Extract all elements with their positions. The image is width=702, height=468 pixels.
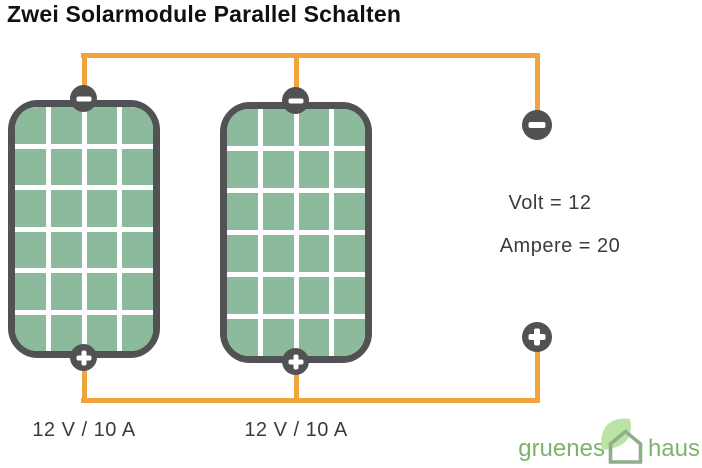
solar-panel-2-grid xyxy=(227,109,365,356)
solar-cell xyxy=(86,190,118,227)
solar-cell xyxy=(122,273,153,310)
wire-top-bus xyxy=(81,53,540,58)
solar-cell xyxy=(122,148,153,185)
solar-cell xyxy=(262,193,294,230)
minus-icon xyxy=(282,87,309,114)
solar-cell xyxy=(334,277,365,314)
solar-cell xyxy=(122,107,153,144)
solar-cell xyxy=(15,314,46,351)
solar-panel-1-grid xyxy=(15,107,153,351)
solar-cell xyxy=(334,109,365,146)
solar-cell xyxy=(15,231,46,268)
solar-cell xyxy=(122,190,153,227)
solar-cell xyxy=(227,319,258,356)
output-negative-terminal xyxy=(522,110,552,140)
minus-icon xyxy=(70,85,97,112)
page-title: Zwei Solarmodule Parallel Schalten xyxy=(7,1,402,27)
solar-cell xyxy=(227,109,258,146)
output-positive-terminal xyxy=(522,322,552,352)
solar-cell xyxy=(227,277,258,314)
solar-cell xyxy=(86,273,118,310)
solar-cell xyxy=(86,148,118,185)
solar-cell xyxy=(50,107,82,144)
solar-panel-2 xyxy=(220,102,372,363)
wire-panel2-negative xyxy=(294,53,299,91)
panel1-spec-label: 12 V / 10 A xyxy=(32,419,136,441)
solar-cell xyxy=(50,190,82,227)
solar-cell xyxy=(15,273,46,310)
brand-logo: gruenes haus xyxy=(518,414,700,464)
logo-house-leaf-icon xyxy=(601,418,643,464)
ampere-value: Ampere = 20 xyxy=(499,235,621,257)
solar-cell xyxy=(298,193,330,230)
wire-panel1-negative xyxy=(82,53,87,87)
solar-cell xyxy=(15,148,46,185)
wire-panel2-positive xyxy=(294,368,299,403)
panel2-positive-terminal xyxy=(282,348,309,375)
solar-cell xyxy=(262,277,294,314)
solar-cell xyxy=(50,148,82,185)
minus-icon xyxy=(522,110,552,140)
wire-bottom-bus xyxy=(81,398,540,403)
solar-cell xyxy=(334,319,365,356)
solar-cell xyxy=(334,193,365,230)
solar-cell xyxy=(227,193,258,230)
leaf-icon xyxy=(601,418,631,450)
solar-panel-1 xyxy=(8,100,160,358)
panel1-positive-terminal xyxy=(70,344,97,371)
solar-cell xyxy=(298,277,330,314)
solar-cell xyxy=(122,314,153,351)
logo-word-haus: haus xyxy=(647,435,700,462)
house-icon xyxy=(608,429,643,464)
solar-cell xyxy=(262,151,294,188)
solar-cell xyxy=(86,107,118,144)
solar-cell xyxy=(86,231,118,268)
plus-icon xyxy=(282,348,309,375)
solar-cell xyxy=(15,190,46,227)
solar-cell xyxy=(262,235,294,272)
volt-value: Volt = 12 xyxy=(508,192,592,214)
plus-icon xyxy=(522,322,552,352)
solar-cell xyxy=(298,109,330,146)
solar-cell xyxy=(50,231,82,268)
solar-cell xyxy=(50,273,82,310)
solar-cell xyxy=(298,235,330,272)
panel2-spec-label: 12 V / 10 A xyxy=(244,419,348,441)
solar-cell xyxy=(227,151,258,188)
plus-icon xyxy=(70,344,97,371)
panel1-negative-terminal xyxy=(70,85,97,112)
panel2-negative-terminal xyxy=(282,87,309,114)
solar-cell xyxy=(227,235,258,272)
solar-cell xyxy=(334,151,365,188)
wire-output-positive xyxy=(535,349,540,403)
solar-cell xyxy=(298,151,330,188)
wire-panel1-positive xyxy=(82,364,87,403)
solar-cell xyxy=(334,235,365,272)
logo-word-gruenes: gruenes xyxy=(518,435,605,462)
solar-cell xyxy=(15,107,46,144)
wire-output-negative xyxy=(535,53,540,113)
solar-cell xyxy=(262,109,294,146)
solar-cell xyxy=(122,231,153,268)
